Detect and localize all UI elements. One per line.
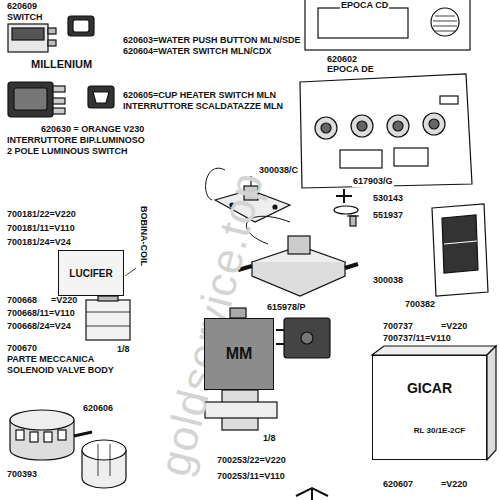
- panel-drawing: [300, 74, 472, 188]
- voltage: =V220: [50, 296, 78, 306]
- valve-drawing: [205, 308, 330, 430]
- thread-size: 1/8: [262, 434, 277, 444]
- part-number: 620605=CUP HEATER SWITCH MLN: [122, 91, 277, 101]
- part-name: SWITCH: [6, 13, 44, 23]
- brand-name: MM: [226, 345, 253, 363]
- part-number: 700382: [404, 300, 436, 310]
- fitting-drawing: [296, 488, 328, 500]
- part-number: 620604=WATER SWITCH MLN/CDX: [122, 47, 273, 57]
- part-number: 700737: [382, 322, 414, 332]
- brand-name: LUCIFER: [69, 268, 112, 279]
- panel-drawing: [305, 0, 470, 50]
- part-number: 700181/24=V24: [6, 238, 72, 248]
- rocker-switch-drawing: [432, 204, 488, 296]
- part-number: 300038: [372, 276, 404, 286]
- part-number: 620606: [82, 404, 114, 414]
- part-number: 700737/11=V110: [382, 334, 452, 344]
- part-number: 615978/P: [266, 303, 307, 313]
- panel-name: EPOCA CD: [340, 1, 389, 11]
- part-number: 551937: [372, 211, 404, 221]
- part-number: 700668/24=V24: [6, 322, 72, 332]
- part-number: 620630 = ORANGE V230: [40, 125, 145, 135]
- part-name: 2 POLE LUMINOUS SWITCH: [6, 147, 129, 157]
- thread-size: 1/8: [116, 345, 131, 355]
- relay-box: GICAR RL 30/1E-2CF: [372, 355, 487, 460]
- series-name: MILLENIUM: [30, 58, 93, 70]
- part-name: INTERRUTTORE SCALDATAZZE MLN: [122, 102, 284, 112]
- coil-box: MM: [204, 318, 274, 390]
- part-name: PARTE MECCANICA: [6, 355, 95, 365]
- voltage: =V220: [440, 480, 468, 490]
- part-number: 700393: [6, 470, 38, 480]
- knob-drawing: [82, 440, 126, 488]
- part-number: 620607: [382, 480, 414, 490]
- rotary-switch-drawing: [10, 410, 92, 460]
- luminous-switch-drawing: [8, 82, 114, 117]
- part-number: 700668/11=V110: [6, 309, 76, 319]
- relay-box-drawing: [372, 346, 496, 460]
- part-number: 620609: [6, 2, 38, 12]
- valve-body-drawing: [86, 126, 136, 340]
- brand-name: GICAR: [407, 380, 452, 396]
- part-number: 530143: [372, 194, 404, 204]
- part-number: 620603=WATER PUSH BUTTON MLN/SDE: [122, 36, 301, 46]
- voltage: =V220: [440, 322, 468, 332]
- part-number: 617903/G: [352, 177, 394, 187]
- part-number: 300038/C: [258, 166, 299, 176]
- part-number: 700181/11=V110: [6, 224, 76, 234]
- part-name: BOBINA-COIL: [138, 205, 148, 267]
- part-number: 700253/22=V220: [216, 456, 287, 466]
- part-number: 700253/11=V110: [216, 472, 286, 482]
- part-name: SOLENOID VALVE BODY: [6, 366, 115, 376]
- fitting-drawing: [334, 189, 359, 226]
- part-name: INTERRUTTORE BIP.LUMINOSO: [6, 136, 146, 146]
- part-number: 620602: [326, 55, 358, 65]
- panel-name: EPOCA DE: [326, 65, 375, 75]
- coil-box: LUCIFER: [58, 250, 124, 296]
- part-number: 700181/22=V220: [6, 210, 77, 220]
- model-code: RL 30/1E-2CF: [414, 426, 465, 435]
- part-number: 700670: [6, 344, 38, 354]
- part-number: 700668: [6, 296, 38, 306]
